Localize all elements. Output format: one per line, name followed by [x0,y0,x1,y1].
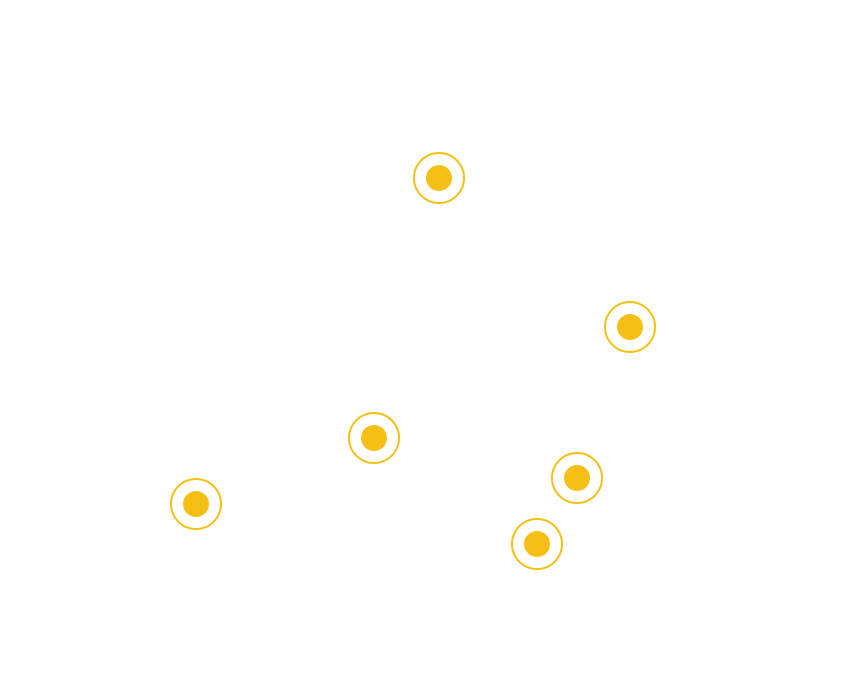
marker-dot-icon [564,465,590,491]
marker-1[interactable] [413,152,465,204]
marker-6[interactable] [511,518,563,570]
marker-dot-icon [524,531,550,557]
marker-3[interactable] [348,412,400,464]
marker-dot-icon [361,425,387,451]
marker-dot-icon [426,165,452,191]
marker-2[interactable] [604,301,656,353]
marker-dot-icon [183,491,209,517]
marker-4[interactable] [551,452,603,504]
marker-dot-icon [617,314,643,340]
marker-5[interactable] [170,478,222,530]
